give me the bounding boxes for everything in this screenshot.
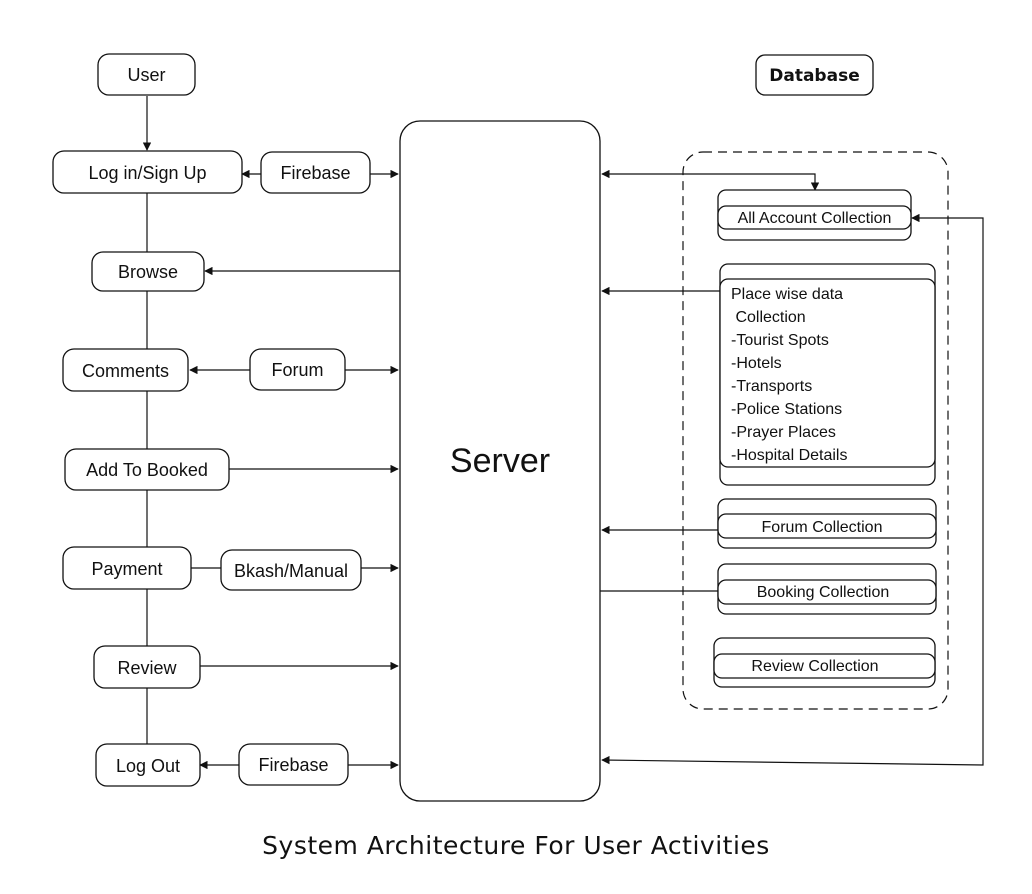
- add-booked-box[interactable]: Add To Booked: [64, 448, 230, 491]
- diagram-caption: System Architecture For User Activities: [262, 831, 770, 860]
- accounts-collection-label: All Account Collection: [738, 210, 892, 227]
- booking-collection-label: Booking Collection: [757, 584, 890, 601]
- firebase-login-box[interactable]: Firebase: [260, 151, 371, 194]
- firebase-logout-label: Firebase: [258, 755, 328, 775]
- booking-collection[interactable]: Booking Collection: [717, 563, 937, 615]
- review-collection-label: Review Collection: [751, 658, 878, 675]
- connector-server-accounts: [601, 169, 820, 191]
- user-box[interactable]: User: [97, 53, 196, 96]
- places-line: -Transports: [731, 378, 812, 395]
- server-box[interactable]: Server: [399, 120, 601, 802]
- review-collection[interactable]: Review Collection: [713, 637, 936, 688]
- comments-label: Comments: [82, 361, 169, 381]
- login-box[interactable]: Log in/Sign Up: [52, 150, 243, 194]
- server-label: Server: [450, 442, 550, 480]
- database-container: [682, 151, 949, 710]
- review-box[interactable]: Review: [93, 645, 201, 689]
- places-line: -Tourist Spots: [731, 332, 829, 349]
- comments-box[interactable]: Comments: [62, 348, 189, 392]
- forum-collection[interactable]: Forum Collection: [717, 498, 937, 549]
- payment-box[interactable]: Payment: [62, 546, 192, 590]
- places-line: -Prayer Places: [731, 424, 836, 441]
- places-line: Place wise data: [731, 286, 843, 303]
- browse-label: Browse: [118, 262, 178, 282]
- logout-label: Log Out: [116, 756, 180, 776]
- forum-label: Forum: [271, 360, 323, 380]
- places-collection-text: Place wise data Collection -Tourist Spot…: [731, 286, 848, 464]
- forum-box[interactable]: Forum: [249, 348, 346, 391]
- bkash-manual-box[interactable]: Bkash/Manual: [220, 549, 362, 591]
- user-label: User: [127, 65, 165, 85]
- places-line: -Hospital Details: [731, 447, 847, 464]
- accounts-collection[interactable]: All Account Collection: [717, 189, 912, 241]
- forum-collection-label: Forum Collection: [762, 519, 883, 536]
- login-label: Log in/Sign Up: [88, 163, 206, 183]
- places-collection[interactable]: Place wise data Collection -Tourist Spot…: [719, 263, 936, 486]
- firebase-login-label: Firebase: [280, 163, 350, 183]
- database-title-box: Database: [755, 54, 874, 96]
- browse-box[interactable]: Browse: [91, 251, 205, 292]
- places-line: Collection: [731, 309, 806, 326]
- payment-label: Payment: [91, 559, 162, 579]
- firebase-logout-box[interactable]: Firebase: [238, 743, 349, 786]
- database-title: Database: [769, 66, 859, 86]
- bkash-manual-label: Bkash/Manual: [234, 561, 348, 581]
- places-line: -Police Stations: [731, 401, 842, 418]
- add-booked-label: Add To Booked: [86, 460, 208, 480]
- places-line: -Hotels: [731, 355, 782, 372]
- review-label: Review: [117, 658, 177, 678]
- logout-box[interactable]: Log Out: [95, 743, 201, 787]
